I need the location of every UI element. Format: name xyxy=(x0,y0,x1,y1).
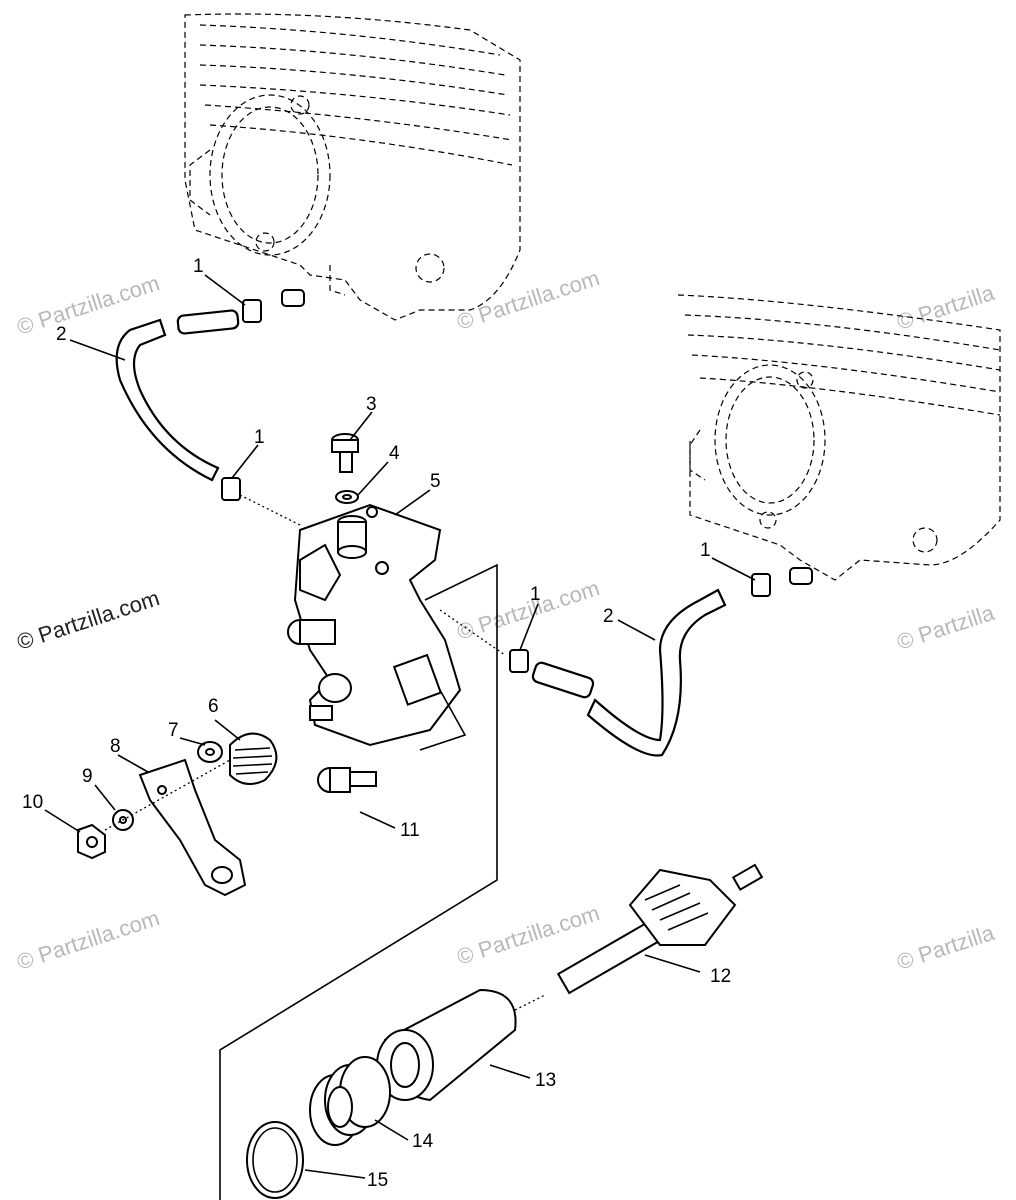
callout-8: 8 xyxy=(110,736,121,757)
watermark-low-left: © Partzilla.com xyxy=(14,905,163,975)
oil-pump xyxy=(287,503,462,747)
callout-7: 7 xyxy=(168,720,179,741)
engine-cylinder-right xyxy=(677,294,1001,581)
callouts: 1 2 1 3 4 5 1 1 2 6 7 8 9 10 11 12 13 14… xyxy=(22,256,731,1191)
callout-2-right-hose: 2 xyxy=(603,606,614,627)
watermark-top-right: © Partzilla xyxy=(894,280,998,335)
callout-3: 3 xyxy=(366,394,377,415)
callout-14: 14 xyxy=(412,1131,434,1152)
callout-10: 10 xyxy=(22,792,43,813)
watermark-low-center: © Partzilla.com xyxy=(454,900,603,970)
callout-12: 12 xyxy=(710,966,731,987)
assembly-bracket-line xyxy=(219,563,498,1200)
watermark-mid-left: © Partzilla.com xyxy=(14,585,163,655)
watermark-top-center: © Partzilla.com xyxy=(454,265,603,335)
callout-1-upper-clamp: 1 xyxy=(193,256,204,277)
bolt-and-washer xyxy=(331,433,359,504)
callout-5: 5 xyxy=(430,471,441,492)
snap-ring xyxy=(246,1121,304,1199)
callout-15: 15 xyxy=(367,1170,388,1191)
callout-6: 6 xyxy=(208,696,219,717)
callout-13: 13 xyxy=(535,1070,556,1091)
upper-hose-assembly xyxy=(115,289,305,526)
callout-9: 9 xyxy=(82,766,93,787)
callout-2-upper-hose: 2 xyxy=(56,324,67,345)
bolt-11 xyxy=(317,767,377,793)
callout-1-right-clamp: 1 xyxy=(700,540,711,561)
watermark-low-right: © Partzilla xyxy=(894,920,998,975)
drive-gear-shaft xyxy=(514,863,764,1011)
watermark-mid-center: © Partzilla.com xyxy=(454,575,603,645)
callout-4: 4 xyxy=(389,443,400,464)
callout-11: 11 xyxy=(400,820,420,841)
sleeve xyxy=(376,988,517,1102)
right-hose-assembly xyxy=(439,567,813,757)
callout-1-pump-clamp: 1 xyxy=(254,427,265,448)
watermarks: © Partzilla.com © Partzilla.com © Partzi… xyxy=(14,265,998,975)
spring-14 xyxy=(309,1056,391,1146)
watermark-mid-right: © Partzilla xyxy=(894,600,998,655)
lever-assembly xyxy=(77,732,278,897)
callout-1-mid-clamp: 1 xyxy=(530,584,541,605)
engine-cylinder-upper xyxy=(184,13,521,321)
leader-lines xyxy=(44,274,756,1179)
